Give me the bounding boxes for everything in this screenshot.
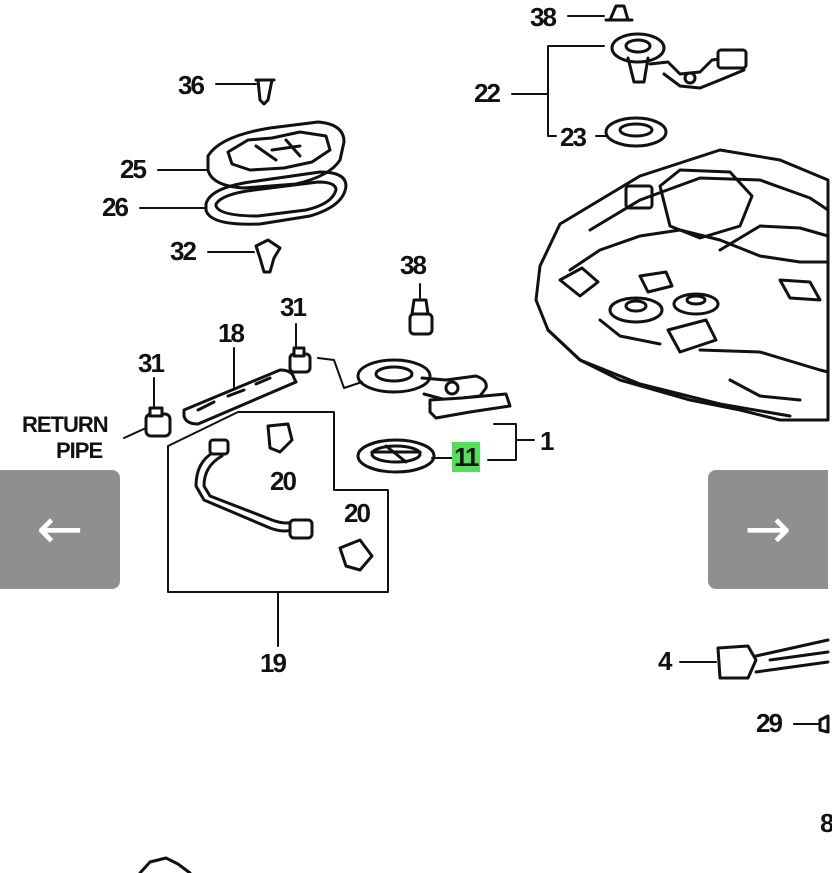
part-25-access-cover: [206, 120, 346, 190]
callout-18: 18: [218, 318, 245, 348]
callout-11-highlight: 11: [452, 442, 480, 472]
part-31-clamp-lower: [144, 406, 172, 438]
previous-image-button[interactable]: ←: [0, 470, 120, 589]
callout-25: 25: [120, 154, 147, 184]
callout-38-middle: 38: [400, 250, 427, 280]
callout-return-pipe-line2: PIPE: [56, 438, 103, 463]
part-29-fitting: [818, 714, 830, 734]
part-22-gauge-sender: [610, 32, 748, 90]
callout-38-top: 38: [530, 2, 557, 32]
callout-11: 11: [452, 442, 480, 472]
part-38-bolt-middle: [408, 298, 434, 336]
part-19-fuel-tube: [167, 411, 389, 593]
part-38-bolt-top: [604, 4, 634, 22]
callout-23: 23: [560, 122, 587, 152]
part-31-clamp-upper: [288, 346, 312, 374]
part-bottom-partial: [138, 856, 192, 873]
part-1-fuel-pump-assembly: [356, 358, 512, 420]
leader-22-bracket: [547, 45, 605, 137]
part-18-hose: [182, 368, 298, 426]
callout-19: 19: [260, 648, 287, 678]
fuel-tank: [534, 148, 830, 422]
callout-31-lower: 31: [138, 348, 165, 378]
part-36-screw: [254, 78, 276, 106]
callout-36: 36: [178, 70, 205, 100]
callout-4: 4: [658, 646, 673, 676]
callout-22: 22: [474, 78, 501, 108]
callout-32: 32: [170, 236, 197, 266]
part-11-strainer: [356, 438, 436, 474]
callout-8: 8: [820, 808, 832, 838]
leader-1-bracket: [487, 423, 517, 461]
callout-26: 26: [102, 192, 129, 222]
callout-31-upper: 31: [280, 292, 307, 322]
callout-20-upper: 20: [270, 466, 297, 496]
arrow-right-icon: →: [744, 497, 792, 562]
leader-return-pipe: [123, 427, 147, 439]
part-26-seal: [204, 170, 348, 226]
callout-20-lower: 20: [344, 498, 371, 528]
part-23-gasket: [604, 116, 668, 148]
callout-1: 1: [540, 426, 555, 456]
callout-29: 29: [756, 708, 783, 738]
part-32-clip: [254, 238, 282, 274]
callout-return-pipe-line1: RETURN: [22, 412, 109, 437]
part-4-filler-neck: [716, 638, 830, 680]
next-image-button[interactable]: →: [708, 470, 828, 589]
arrow-left-icon: ←: [36, 497, 84, 562]
leader-pump-hose: [317, 357, 363, 389]
